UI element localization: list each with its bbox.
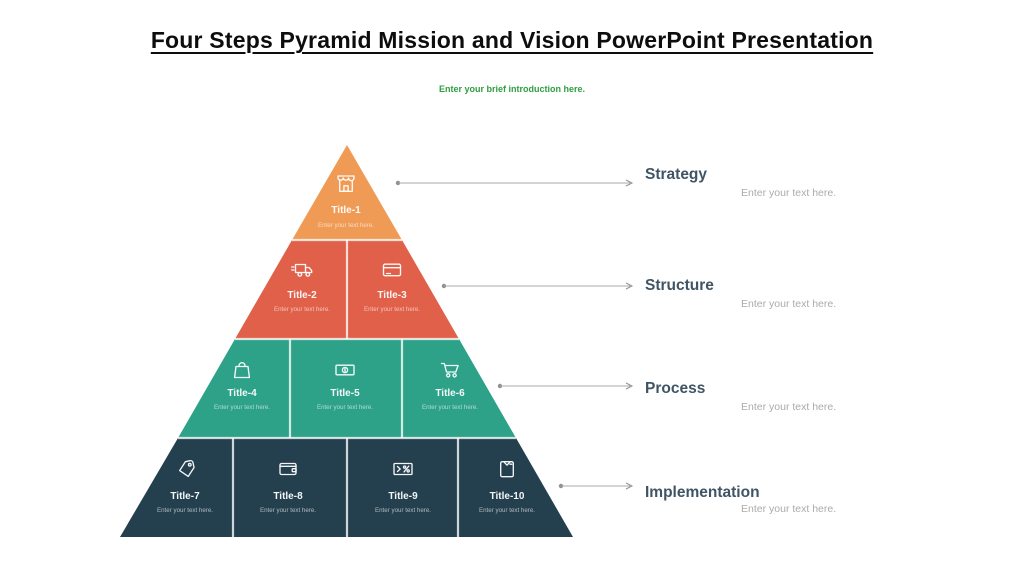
wallet-icon — [279, 462, 297, 476]
pyramid-cell-4: Title-4 Enter your text here. — [178, 339, 290, 438]
cell-4-title: Title-4 — [227, 388, 257, 399]
cell-6-shape — [402, 339, 516, 438]
legend-item-strategy: Strategy Enter your text here. — [395, 166, 836, 199]
cell-4-subtitle: Enter your text here. — [214, 404, 270, 411]
cell-1-subtitle: Enter your text here. — [318, 222, 374, 229]
cell-10-title: Title-10 — [490, 491, 525, 502]
cell-8-title: Title-8 — [273, 491, 303, 502]
pyramid-cell-5: Title-5 Enter your text here. — [290, 339, 402, 438]
intro-placeholder: Enter your brief introduction here. — [438, 84, 585, 94]
shopping-cart-icon — [440, 362, 459, 378]
cell-8-shape — [233, 438, 347, 537]
pyramid-cell-8: Title-8 Enter your text here. — [233, 438, 347, 537]
legend-subtitle-strategy: Enter your text here. — [741, 187, 836, 199]
arrowhead-icon — [625, 179, 634, 187]
discount-coupon-icon — [393, 462, 413, 476]
cell-3-subtitle: Enter your text here. — [364, 306, 420, 313]
cell-10-subtitle: Enter your text here. — [479, 507, 535, 514]
cell-5-subtitle: Enter your text here. — [317, 404, 373, 411]
cell-5-shape — [290, 339, 402, 438]
storefront-icon — [337, 175, 355, 192]
pyramid-cell-1: Title-1 Enter your text here. — [292, 145, 402, 240]
legend-label-structure: Structure — [645, 277, 714, 294]
legend-label-strategy: Strategy — [645, 166, 707, 183]
pyramid-cell-6: Title-6 Enter your text here. — [402, 339, 516, 438]
shirt-icon — [500, 461, 514, 478]
cell-7-shape — [120, 438, 233, 537]
cell-2-subtitle: Enter your text here. — [274, 306, 330, 313]
legend-label-process: Process — [645, 380, 705, 397]
pyramid-cell-7: Title-7 Enter your text here. — [120, 438, 233, 537]
cell-4-shape — [178, 339, 290, 438]
cell-8-subtitle: Enter your text here. — [260, 507, 316, 514]
pyramid-cell-2: Title-2 Enter your text here. — [235, 240, 347, 339]
legend-label-implementation: Implementation — [645, 484, 760, 501]
cell-6-title: Title-6 — [435, 388, 465, 399]
legend-subtitle-structure: Enter your text here. — [741, 298, 836, 310]
pyramid-cell-10: Title-10 Enter your text here. — [458, 438, 573, 537]
pyramid-cell-3: Title-3 Enter your text here. — [347, 240, 459, 339]
legend-item-structure: Structure Enter your text here. — [441, 277, 836, 310]
legend-subtitle-implementation: Enter your text here. — [741, 503, 836, 515]
cell-7-title: Title-7 — [170, 491, 200, 502]
cell-5-title: Title-5 — [330, 388, 360, 399]
cell-2-title: Title-2 — [287, 290, 317, 301]
cell-1-shape — [292, 145, 402, 240]
legend: Strategy Enter your text here. Structure… — [395, 166, 836, 515]
cell-3-title: Title-3 — [377, 290, 407, 301]
credit-card-icon — [382, 263, 402, 277]
shopping-bag-icon — [233, 362, 251, 379]
cell-1-title: Title-1 — [331, 205, 361, 216]
slide-title: Four Steps Pyramid Mission and Vision Po… — [150, 27, 874, 53]
legend-item-implementation: Implementation Enter your text here. — [558, 482, 836, 515]
cell-10-shape — [458, 438, 573, 537]
price-tag-icon — [178, 460, 195, 478]
cell-9-shape — [347, 438, 458, 537]
arrowhead-icon — [625, 382, 634, 390]
pyramid-cell-9: Title-9 Enter your text here. — [347, 438, 458, 537]
banknote-icon — [335, 364, 355, 376]
cell-7-subtitle: Enter your text here. — [157, 507, 213, 514]
cell-6-subtitle: Enter your text here. — [422, 404, 478, 411]
pyramid: Title-1 Enter your text here. Title-2 En… — [120, 145, 573, 537]
legend-item-process: Process Enter your text here. — [497, 380, 836, 413]
cell-9-subtitle: Enter your text here. — [375, 507, 431, 514]
cell-dividers — [178, 238, 516, 537]
cell-3-shape — [347, 240, 459, 339]
legend-subtitle-process: Enter your text here. — [741, 401, 836, 413]
delivery-truck-icon — [291, 263, 313, 277]
cell-2-shape — [235, 240, 347, 339]
cell-9-title: Title-9 — [388, 491, 418, 502]
arrowhead-icon — [625, 482, 634, 490]
arrowhead-icon — [625, 282, 634, 290]
